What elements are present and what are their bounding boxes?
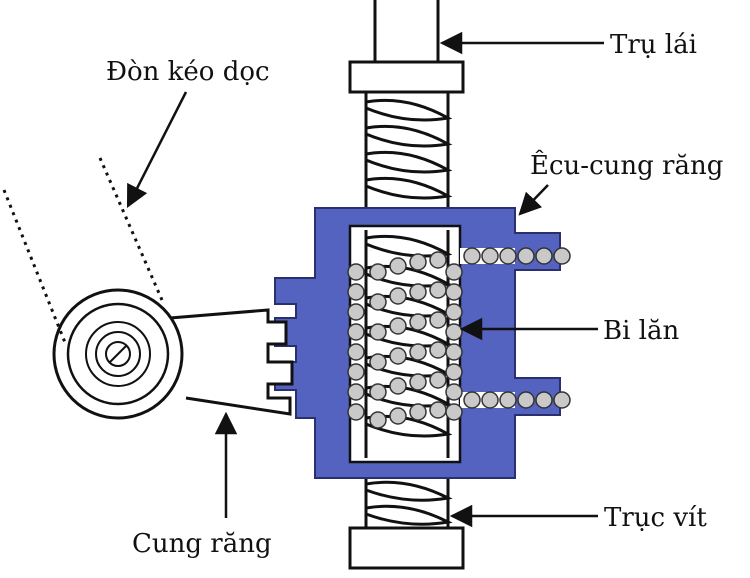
gear-sector-arm — [52, 288, 294, 420]
label-balls: Bi lăn — [603, 316, 680, 346]
label-drag-link: Đòn kéo dọc — [106, 57, 270, 87]
label-nut-gear-rack: Êcu-cung răng — [530, 151, 724, 181]
worm-thread-lower — [364, 478, 453, 528]
label-gear-sector: Cung răng — [132, 529, 272, 559]
leader-arrows — [126, 31, 604, 528]
ball-bearings — [347, 247, 571, 429]
lower-bearing-cap — [348, 526, 465, 570]
label-worm-shaft: Trục vít — [604, 503, 707, 533]
drag-link-dotted-lines — [2, 157, 164, 346]
steering-column — [348, 0, 465, 94]
label-steering-column: Trụ lái — [610, 30, 697, 60]
worm-thread-upper — [364, 92, 453, 210]
